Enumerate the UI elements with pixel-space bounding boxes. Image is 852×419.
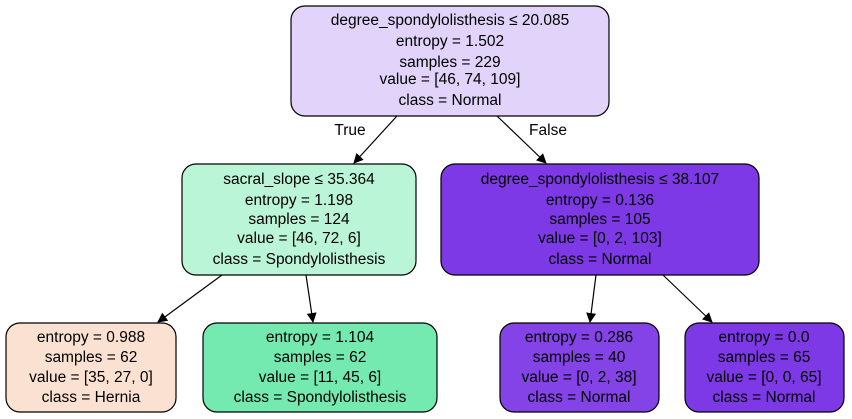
node-value: value = [35, 27, 0] [29, 369, 153, 386]
edges [157, 115, 713, 323]
node-entropy: entropy = 1.502 [396, 33, 504, 50]
edge-label-false: False [529, 122, 567, 139]
node-entropy: entropy = 0.988 [37, 329, 145, 346]
edge-root-to-right [496, 115, 547, 164]
node-leaf-normal-1: entropy = 0.286 samples = 40 value = [0,… [499, 322, 660, 413]
node-right: degree_spondylolisthesis ≤ 38.107 entrop… [440, 163, 760, 276]
edge-label-true: True [334, 122, 365, 139]
node-leaf-normal-2: entropy = 0.0 samples = 65 value = [0, 0… [684, 322, 845, 413]
node-class: class = Spondylolisthesis [234, 389, 407, 406]
node-box [499, 322, 660, 413]
node-entropy: entropy = 0.286 [525, 329, 633, 346]
node-box [290, 5, 610, 117]
node-split-rule: sacral_slope ≤ 35.364 [223, 171, 375, 188]
node-class: class = Normal [713, 389, 816, 406]
node-samples: samples = 65 [718, 349, 811, 366]
edge-root-to-left [353, 115, 398, 164]
node-class: class = Spondylolisthesis [213, 251, 386, 268]
edge-right-to-leaf-3 [586, 274, 597, 323]
node-class: class = Normal [528, 389, 631, 406]
node-class: class = Normal [549, 251, 652, 268]
node-value: value = [0, 0, 65] [706, 369, 821, 386]
node-class: class = Normal [399, 92, 502, 109]
node-samples: samples = 62 [45, 349, 138, 366]
node-value: value = [46, 72, 6] [237, 230, 361, 247]
node-entropy: entropy = 1.198 [245, 192, 353, 209]
node-samples: samples = 124 [248, 211, 350, 228]
node-value: value = [11, 45, 6] [259, 369, 382, 386]
edge-left-to-leaf-2 [305, 274, 317, 323]
node-class: class = Hernia [42, 389, 141, 406]
node-box [202, 322, 438, 413]
node-entropy: entropy = 0.136 [546, 192, 654, 209]
node-root: degree_spondylolisthesis ≤ 20.085 entrop… [290, 5, 610, 117]
node-split-rule: degree_spondylolisthesis ≤ 20.085 [331, 12, 570, 29]
node-box [181, 163, 417, 276]
node-split-rule: degree_spondylolisthesis ≤ 38.107 [481, 171, 720, 188]
node-leaf-spondylolisthesis: entropy = 1.104 samples = 62 value = [11… [202, 322, 438, 413]
node-leaf-hernia: entropy = 0.988 samples = 62 value = [35… [5, 322, 177, 413]
node-entropy: entropy = 1.104 [266, 329, 375, 346]
node-samples: samples = 105 [549, 211, 650, 228]
node-value: value = [0, 2, 103] [538, 230, 662, 247]
node-samples: samples = 229 [399, 54, 500, 71]
node-value: value = [46, 74, 109] [380, 71, 521, 88]
node-box [684, 322, 845, 413]
edge-right-to-leaf-4 [662, 274, 713, 323]
node-value: value = [0, 2, 38] [521, 369, 636, 386]
node-samples: samples = 62 [274, 349, 367, 366]
node-left: sacral_slope ≤ 35.364 entropy = 1.198 sa… [181, 163, 417, 276]
edge-left-to-leaf-1 [157, 274, 223, 323]
node-entropy: entropy = 0.0 [719, 329, 810, 346]
node-box [440, 163, 760, 276]
node-samples: samples = 40 [533, 349, 626, 366]
node-box [5, 322, 177, 413]
